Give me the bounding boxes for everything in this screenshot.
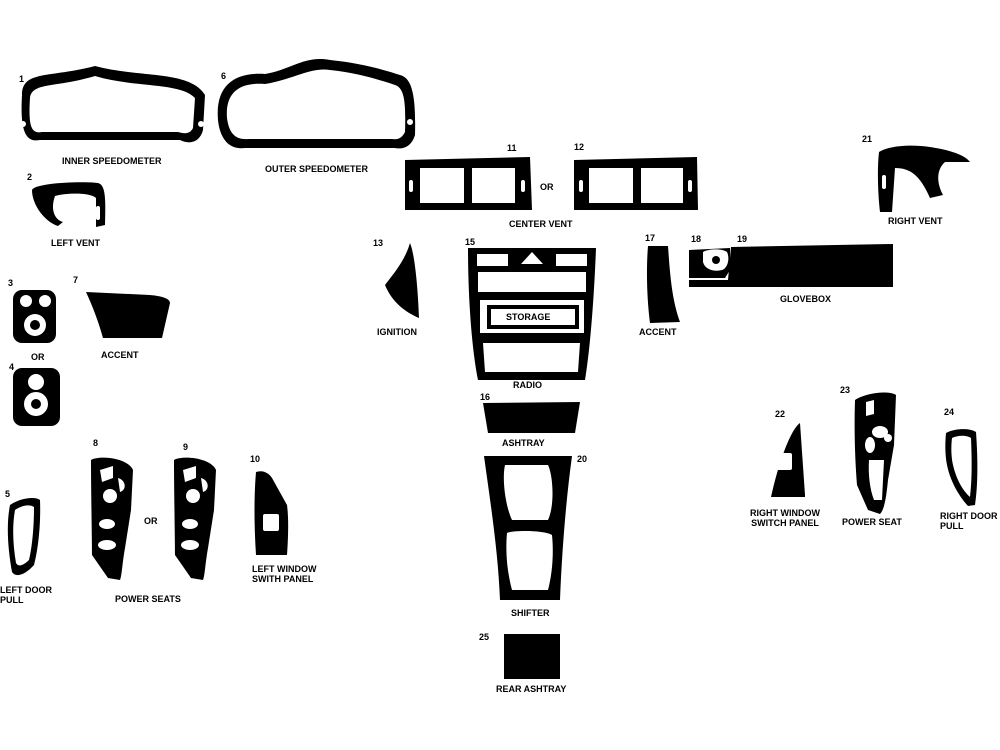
part-number-9: 9: [183, 442, 189, 452]
part-6-outer-speedometer: [217, 58, 416, 149]
label-right-vent: RIGHT VENT: [888, 216, 943, 226]
part-number-16: 16: [480, 392, 491, 402]
label-right-door-pull-line1: RIGHT DOOR: [940, 511, 998, 521]
part-3-accent-plate: [13, 290, 56, 343]
part-number-11: 11: [507, 143, 517, 153]
label-left-door-pull-line1: LEFT DOOR: [0, 585, 52, 595]
label-power-seat-23: POWER SEAT: [842, 517, 902, 527]
part-number-6: 6: [221, 71, 227, 81]
part-number-23: 23: [840, 385, 851, 395]
part-14-storage: [487, 305, 579, 329]
part-number-15: 15: [465, 237, 476, 247]
part-number-21: 21: [862, 134, 873, 144]
part-number-18: 18: [691, 234, 702, 244]
label-rear-ashtray: REAR ASHTRAY: [496, 684, 567, 694]
label-inner-speedometer: INNER SPEEDOMETER: [62, 156, 162, 166]
part-number-8: 8: [93, 438, 99, 448]
or-text-3-4: OR: [31, 352, 45, 362]
part-number-2: 2: [27, 172, 33, 182]
part-7-accent: [86, 292, 170, 338]
part-25-rear-ashtray: [504, 634, 560, 679]
label-right-window-line1: RIGHT WINDOW: [750, 508, 820, 518]
part-number-13: 13: [373, 238, 384, 248]
label-right-door-pull-line2: PULL: [940, 521, 964, 531]
label-radio: RADIO: [513, 380, 542, 390]
part-11-center-vent: [405, 157, 532, 210]
label-left-door-pull: LEFT DOOR PULL: [0, 585, 52, 605]
label-right-window-line2: SWITCH PANEL: [751, 518, 819, 528]
part-number-10: 10: [250, 454, 261, 464]
part-number-17: 17: [645, 233, 656, 243]
part-21-right-vent: [877, 145, 970, 212]
label-right-window-switch-panel: RIGHT WINDOW SWITCH PANEL: [750, 508, 820, 528]
label-accent-7: ACCENT: [101, 350, 139, 360]
label-left-door-pull-line2: PULL: [0, 595, 24, 605]
label-left-window-line2: SWITH PANEL: [252, 574, 314, 584]
part-9-power-seat: [174, 457, 216, 580]
label-glovebox: GLOVEBOX: [780, 294, 832, 304]
part-number-12: 12: [574, 142, 585, 152]
label-right-door-pull: RIGHT DOOR PULL: [940, 511, 998, 531]
part-12-center-vent: [574, 157, 698, 210]
label-ignition: IGNITION: [377, 327, 417, 337]
part-2-left-vent: [32, 182, 106, 227]
part-18-19-glovebox: [689, 244, 893, 287]
or-text-8-9: OR: [144, 516, 158, 526]
label-left-window-line1: LEFT WINDOW: [252, 564, 317, 574]
part-17-accent: [646, 246, 680, 323]
part-24-right-door-pull: [945, 429, 978, 506]
part-number-22: 22: [775, 409, 786, 419]
label-left-window-switch-panel: LEFT WINDOW SWITH PANEL: [252, 564, 317, 584]
part-number-3: 3: [8, 278, 14, 288]
part-number-4: 4: [9, 362, 15, 372]
label-accent-17: ACCENT: [639, 327, 677, 337]
part-13-ignition: [385, 243, 419, 318]
part-5-left-door-pull: [7, 497, 41, 576]
part-22-right-window-switch-panel: [771, 423, 805, 497]
label-power-seats: POWER SEATS: [115, 594, 181, 604]
part-15-radio: [468, 248, 596, 380]
part-4-accent-plate: [13, 368, 60, 426]
part-number-1: 1: [19, 74, 25, 84]
part-number-7: 7: [73, 275, 79, 285]
label-outer-speedometer: OUTER SPEEDOMETER: [265, 164, 369, 174]
label-center-vent: CENTER VENT: [509, 219, 573, 229]
part-number-19: 19: [737, 234, 748, 244]
part-16-ashtray: [483, 402, 580, 433]
label-storage: STORAGE: [506, 312, 551, 322]
part-number-25: 25: [479, 632, 490, 642]
part-20-shifter: [484, 456, 572, 600]
part-number-14: 14: [480, 291, 491, 301]
part-number-24: 24: [944, 407, 955, 417]
part-number-20: 20: [577, 454, 588, 464]
part-23-power-seat: [854, 392, 896, 514]
label-ashtray: ASHTRAY: [502, 438, 545, 448]
or-text-11-12: OR: [540, 182, 554, 192]
part-1-inner-speedometer: [20, 66, 205, 143]
label-left-vent: LEFT VENT: [51, 238, 100, 248]
part-8-power-seat: [91, 457, 133, 580]
part-10-left-window-switch-panel: [254, 471, 289, 555]
part-number-5: 5: [5, 489, 11, 499]
label-shifter: SHIFTER: [511, 608, 550, 618]
